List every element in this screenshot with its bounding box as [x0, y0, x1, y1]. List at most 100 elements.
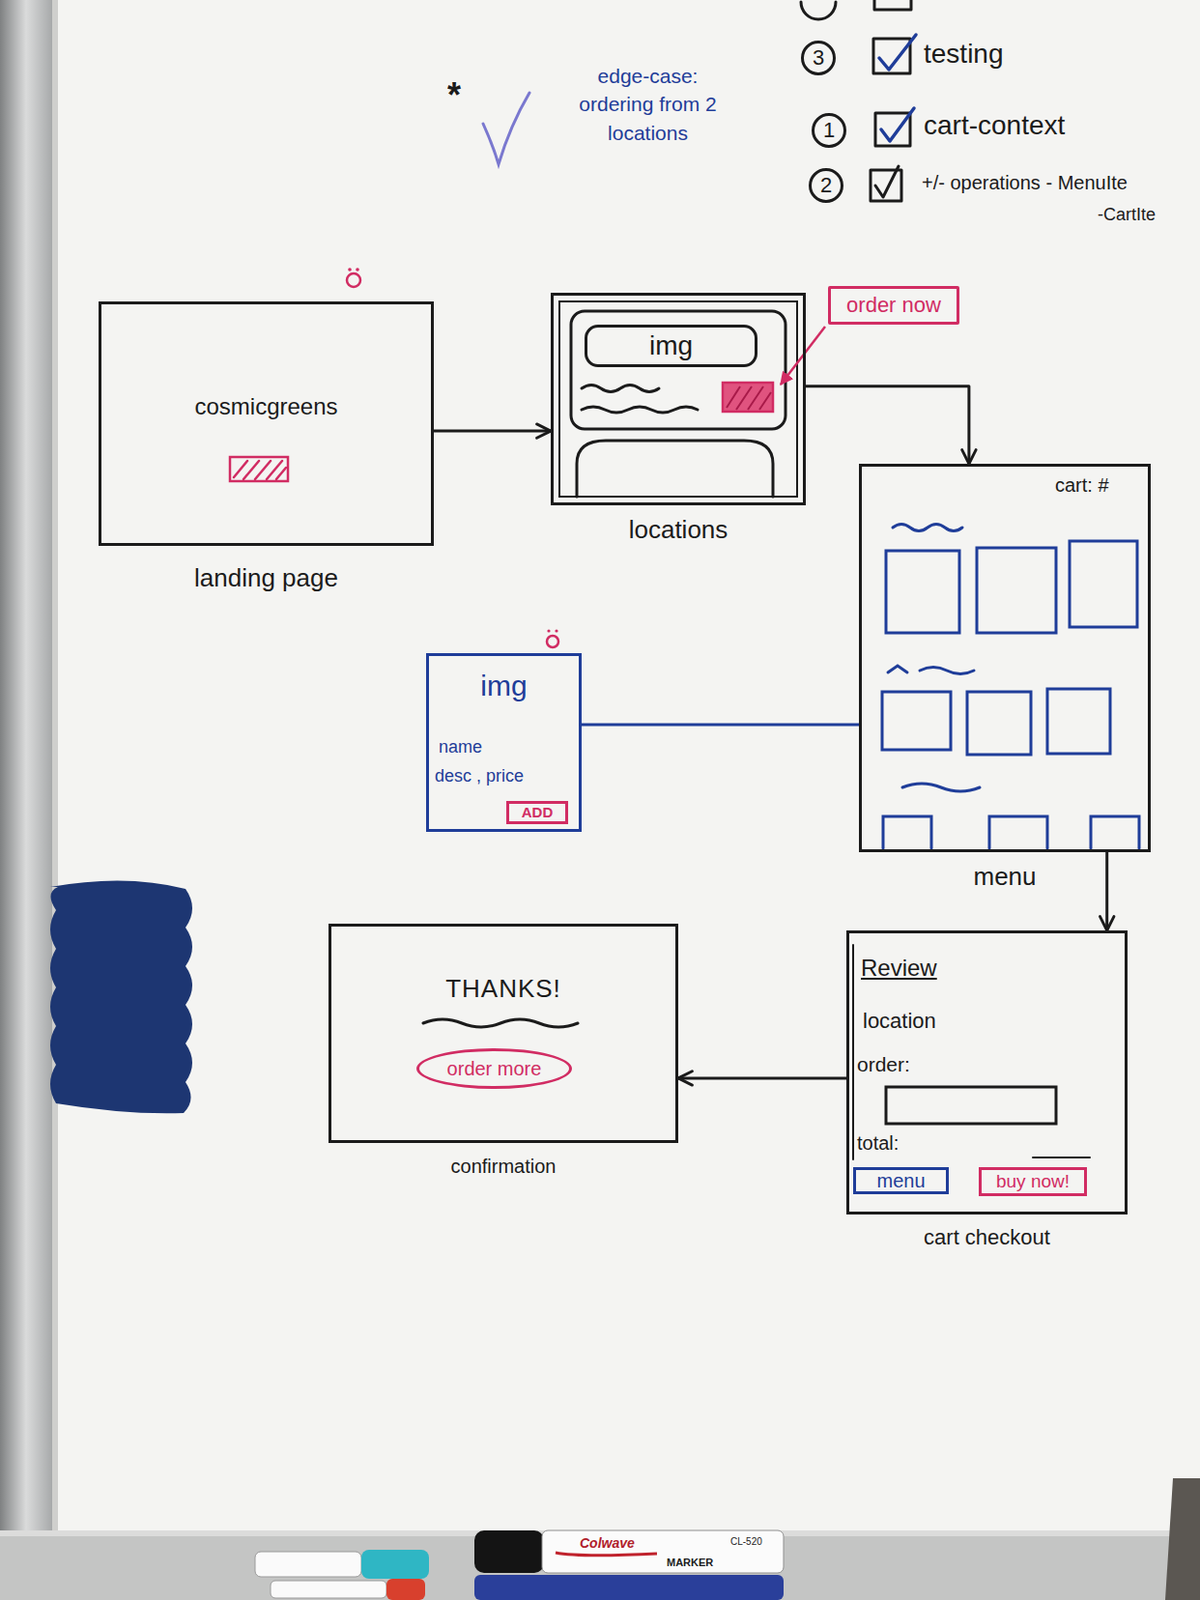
buy-button: buy now! [978, 1167, 1087, 1197]
heading-squiggle [892, 524, 963, 532]
task-item: testing [923, 38, 1004, 70]
menu-button: menu [853, 1167, 949, 1195]
marker-cap [386, 1578, 426, 1600]
button-text: order more [447, 1057, 543, 1081]
board-frame [0, 0, 53, 1600]
cut-checkbox [874, 0, 912, 10]
screen-frame: cosmicgreenslanding page [98, 301, 434, 546]
item-name: name [438, 737, 483, 758]
review-heading: Review [860, 954, 938, 982]
flow-connector [1105, 852, 1109, 931]
button-text: menu [876, 1170, 925, 1193]
flow-connector [678, 1076, 847, 1080]
step-circle: 3 [800, 40, 836, 76]
pill-button: order more [416, 1048, 572, 1089]
smiley-doodle [546, 635, 559, 648]
step-circle: 1 [811, 113, 847, 148]
marker-stripe [555, 1552, 658, 1556]
room-background [1165, 1478, 1200, 1600]
marker-body [270, 1580, 387, 1599]
task-item: -CartIte [1097, 204, 1156, 226]
screen-caption: menu [972, 862, 1036, 892]
field-label: order: [857, 1053, 911, 1077]
message-squiggle [423, 1019, 578, 1028]
flow-connector [581, 723, 859, 727]
cta-button [229, 457, 288, 482]
screen-frame: Reviewlocationorder:total:cart checkoutm… [846, 930, 1128, 1215]
inner-frame [559, 301, 798, 497]
panel-edge [852, 944, 855, 1160]
total-line [1032, 1156, 1090, 1159]
menu-item-card: img name desc , priceADD [426, 653, 582, 832]
marker-body [255, 1551, 362, 1577]
cart-count: cart: # [1055, 474, 1110, 497]
order-button [722, 382, 773, 412]
location-card [576, 440, 773, 497]
board-frame-shadow [52, 0, 58, 1600]
leader-line [780, 326, 826, 385]
flow-connector [433, 429, 551, 433]
screen-caption: locations [628, 515, 729, 545]
callout-box: order now [828, 285, 960, 325]
menu-tile [883, 816, 1140, 849]
menu-tile [976, 547, 1057, 633]
menu-tile [882, 691, 951, 750]
screen-frame: locationsimg [550, 292, 806, 506]
cut-circle [800, 1, 836, 20]
step-number: 2 [820, 172, 832, 198]
screen-frame: THANKS!confirmationorder more [328, 923, 679, 1143]
done-check [483, 92, 530, 165]
task-item: cart-context [923, 110, 1065, 142]
image-text: img [649, 330, 693, 362]
marker-model: CL-520 [730, 1536, 763, 1548]
text-squiggle [581, 406, 698, 413]
smiley-doodle [346, 273, 361, 287]
image-text: img [428, 669, 579, 704]
step-number: 1 [823, 117, 835, 143]
add-button: ADD [506, 800, 569, 825]
button-text: buy now! [996, 1171, 1070, 1193]
thanks-heading: THANKS! [331, 974, 676, 1004]
doodle-dot [347, 267, 352, 272]
flow-connector [805, 386, 970, 464]
step-number: 3 [812, 45, 825, 70]
doodle-dot [355, 267, 360, 272]
image-placeholder: img [584, 324, 758, 368]
doodle-dot [554, 628, 558, 632]
screen-frame: cart: #menu [858, 463, 1151, 853]
marker-label: MARKER [666, 1556, 714, 1570]
marker-cap [361, 1549, 429, 1579]
menu-tile [967, 691, 1031, 755]
callout-text: order now [846, 292, 942, 317]
menu-tile [885, 550, 960, 633]
note-marker: * [447, 75, 461, 115]
heading-squiggle [887, 665, 974, 675]
check-mark [879, 34, 916, 70]
field-label: location [862, 1008, 937, 1033]
menu-tile [1047, 688, 1111, 754]
heading-squiggle [902, 783, 980, 792]
marker-brand: Colwave [579, 1535, 635, 1551]
brand-name: cosmicgreens [101, 393, 431, 421]
button-text: ADD [521, 803, 554, 821]
button-hatch [726, 386, 772, 410]
marker-body [542, 1530, 784, 1573]
item-details: desc , price [434, 766, 524, 787]
marker-body [474, 1574, 784, 1600]
task-item: +/- operations - MenuIte [921, 171, 1128, 195]
edge-case-note: edge-case: ordering from 2 locations [558, 61, 738, 147]
eraser [50, 880, 193, 1114]
check-mark [881, 108, 915, 142]
screen-caption: landing page [194, 564, 339, 594]
check-mark [875, 166, 899, 198]
marker-cap [474, 1530, 544, 1573]
doodle-dot [546, 628, 550, 632]
text-squiggle [581, 385, 659, 393]
button-hatch [233, 460, 286, 480]
screen-caption: cart checkout [923, 1225, 1051, 1250]
order-list-box [885, 1086, 1057, 1124]
